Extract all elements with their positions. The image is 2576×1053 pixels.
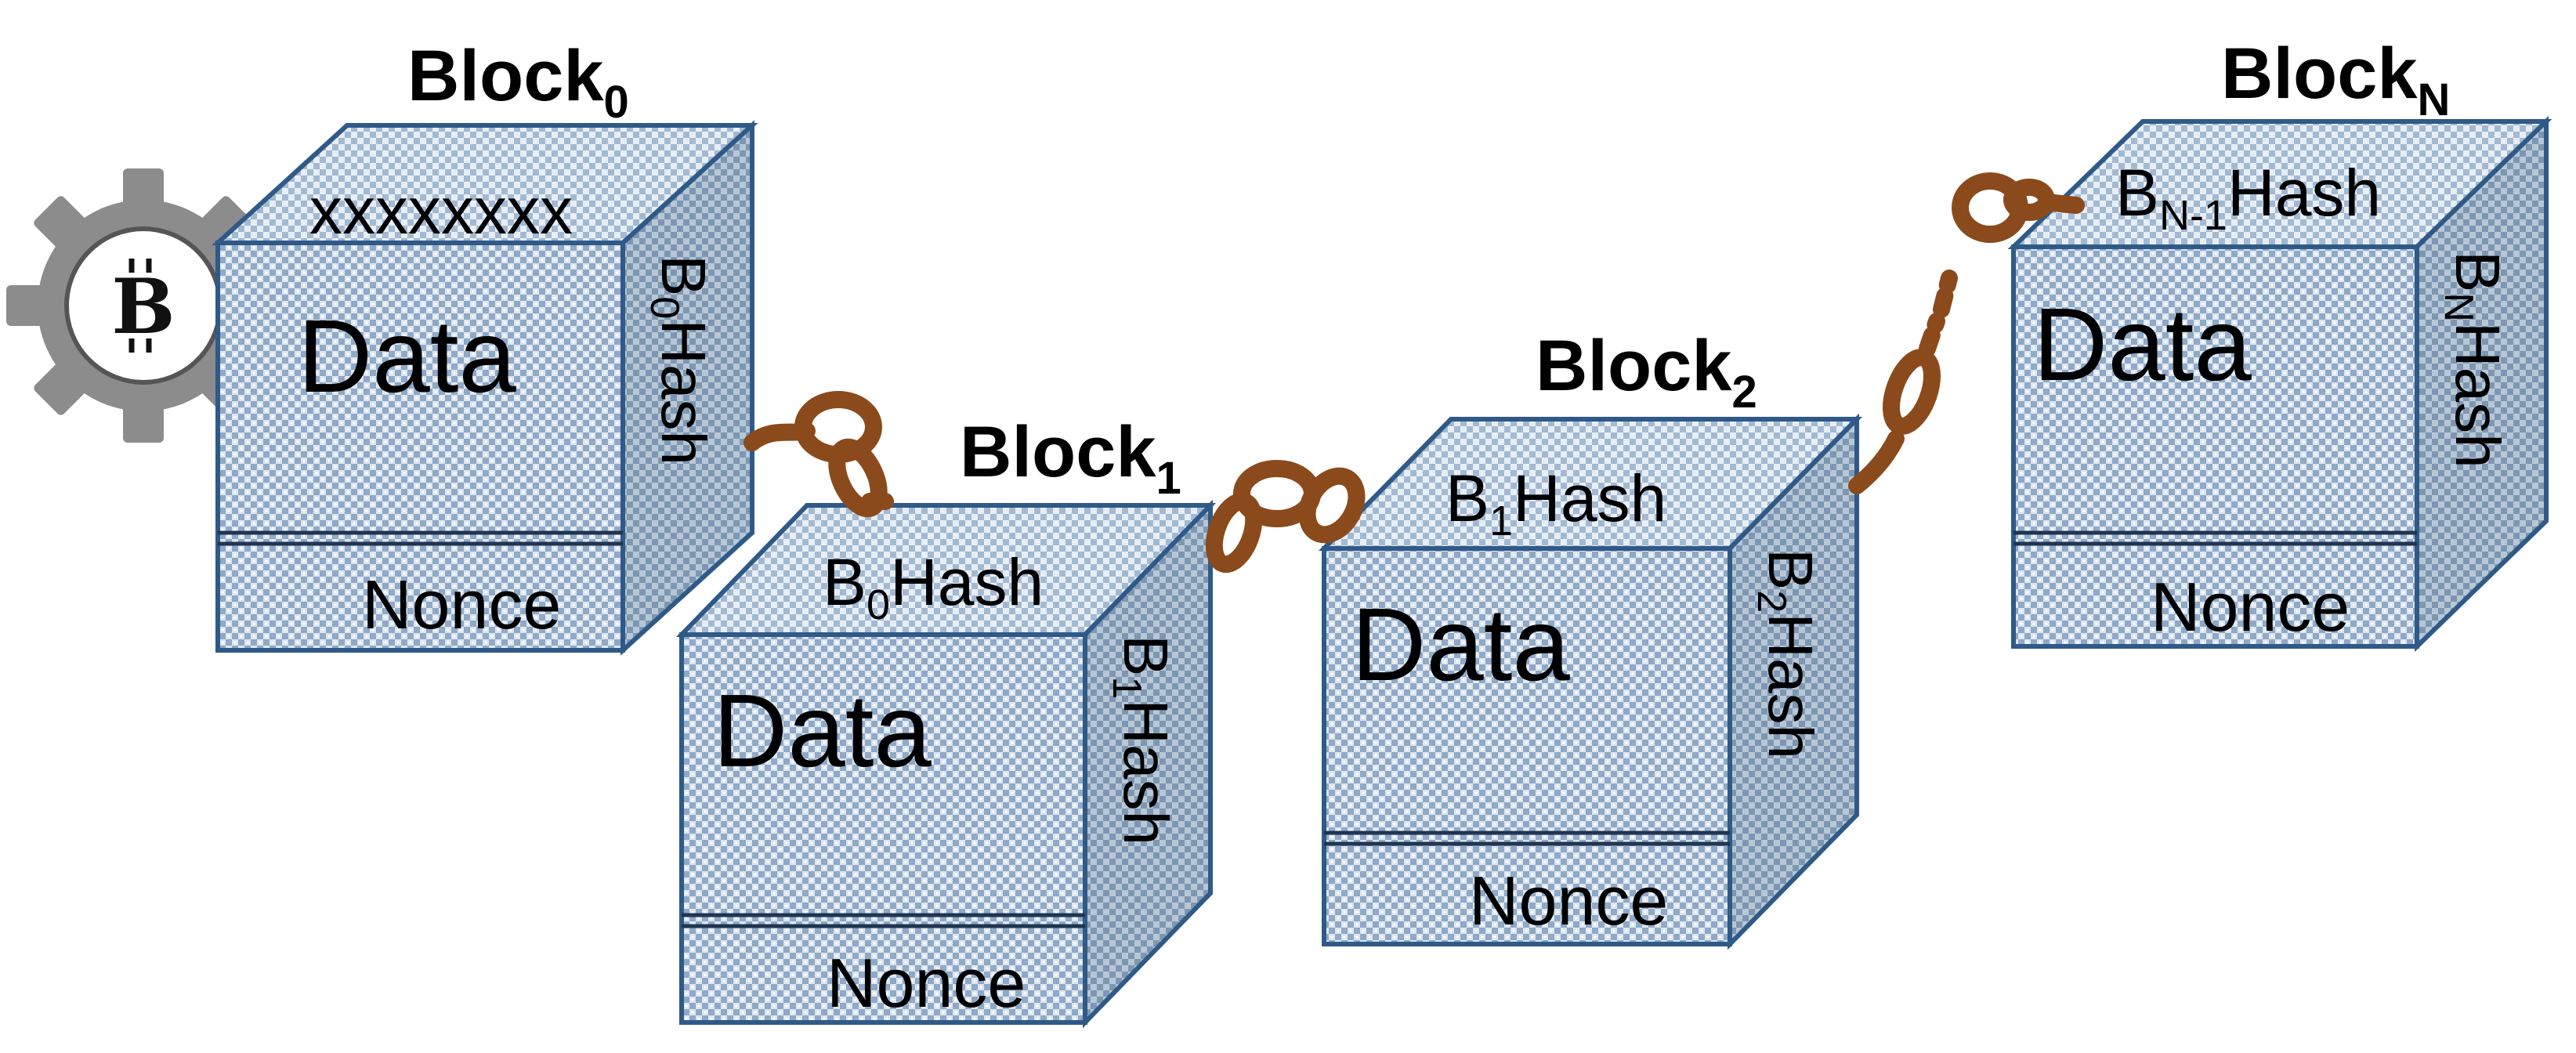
block-front-face (215, 241, 625, 653)
nonce-label: Nonce (362, 566, 561, 643)
chain-link-2-n (1848, 172, 2085, 494)
block-title: Block1 (960, 412, 1181, 504)
block-title: Block0 (407, 36, 629, 128)
block-side-hash: B0Hash (642, 255, 718, 465)
data-label: Data (713, 673, 932, 788)
block-title: Block2 (1536, 326, 1757, 418)
block-2: Block2 B1Hash Data Nonce B2Hash (1318, 326, 1863, 950)
block-1: Block1 B0Hash Data Nonce B1Hash (675, 412, 1217, 1029)
block-top-hash: BN-1Hash (2115, 156, 2381, 239)
nonce-label: Nonce (2151, 568, 2350, 646)
block-top-text: xxxxxxxx (309, 174, 573, 248)
nonce-label: Nonce (1469, 862, 1668, 939)
nonce-label: Nonce (827, 944, 1026, 1022)
data-label: Data (298, 299, 516, 414)
data-label: Data (1351, 587, 1570, 702)
block-side-hash: B2Hash (1749, 548, 1825, 759)
block-side-hash: B1Hash (1104, 635, 1181, 845)
block-front-face (1322, 546, 1732, 946)
block-top-hash: B1Hash (1445, 461, 1666, 545)
block-0: Block0 xxxxxxxx Data Nonce B0Hash (212, 36, 758, 656)
block-side-hash: BNHash (2436, 251, 2513, 469)
coin-symbol: B (111, 262, 175, 351)
block-top-hash: B0Hash (823, 545, 1044, 628)
chain-link-1-2 (1205, 460, 1366, 574)
block-front-face (2011, 244, 2419, 649)
block-title: BlockN (2221, 34, 2450, 125)
bitcoin-icon: B (64, 226, 223, 385)
chain-link-0-1 (743, 391, 894, 518)
block-front-face (679, 632, 1087, 1025)
data-label: Data (2033, 287, 2252, 402)
block-n: BlockN BN-1Hash Data Nonce BNHash (2007, 34, 2552, 653)
